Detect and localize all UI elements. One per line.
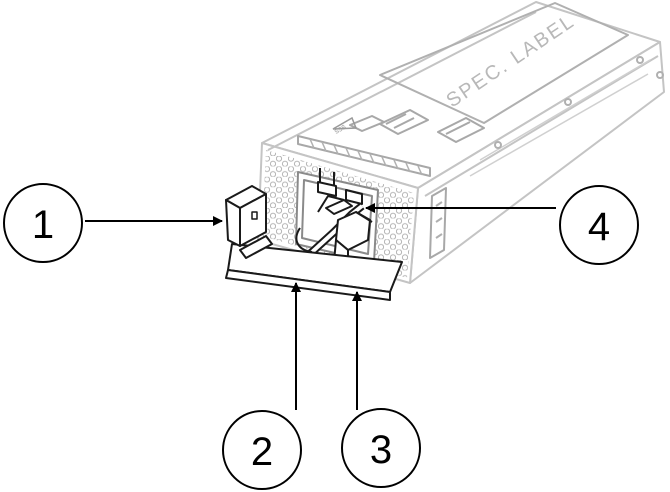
inlet-prong-right <box>345 189 363 205</box>
callout-3: 3 <box>341 408 421 488</box>
callout-4: 4 <box>559 185 639 265</box>
callout-1-label: 1 <box>32 203 54 247</box>
release-latch <box>225 185 267 247</box>
inlet-prong-left <box>317 181 337 197</box>
callout-leaders <box>85 203 556 410</box>
callout-2: 2 <box>222 410 302 490</box>
callout-3-label: 3 <box>370 428 392 472</box>
callout-1: 1 <box>3 183 83 263</box>
callouts: 1 2 3 4 <box>3 183 639 490</box>
spec-label-area <box>379 2 629 124</box>
callout-4-label: 4 <box>588 205 610 249</box>
callout-2-label: 2 <box>251 430 273 474</box>
cord-retainer <box>225 195 403 301</box>
warning-triangle-icon <box>332 116 358 130</box>
